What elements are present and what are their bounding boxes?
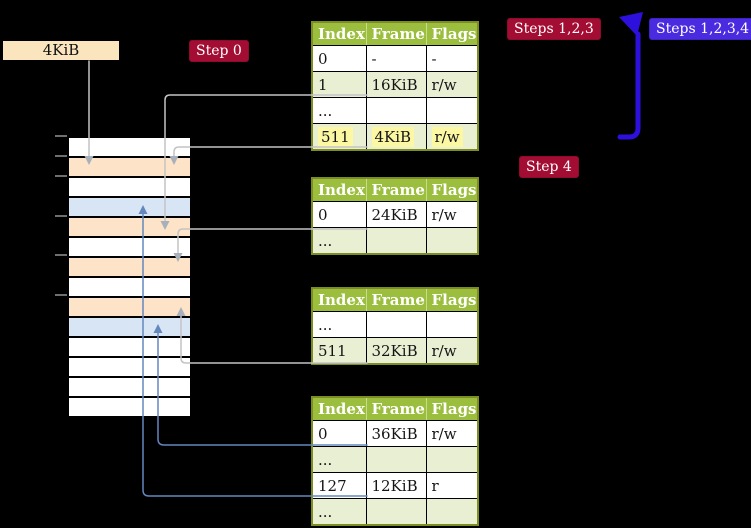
table-level2-row-0-cell-index: ... xyxy=(311,311,366,338)
steps-1234-badge: Steps 1,2,3,4 xyxy=(649,18,751,40)
frame-size-label: 4KiB xyxy=(3,41,119,60)
table-level3-header-frame: Frame xyxy=(365,178,426,202)
table-level1-row-3-cell-frame xyxy=(365,498,426,526)
table-level4-header-index: Index xyxy=(312,22,366,46)
memory-address-tick xyxy=(55,254,67,256)
table-level1-row-3: ... xyxy=(311,498,478,526)
table-level1-row-1-cell-frame xyxy=(365,446,426,473)
table-level3-row-1: ... xyxy=(311,227,478,255)
table-level4-row-2: ... xyxy=(311,97,478,124)
table-level4-header-frame: Frame xyxy=(365,22,426,46)
table-level1-row-0-cell-flags: r/w xyxy=(425,420,478,447)
table-level1-row-2-cell-flags: r xyxy=(425,472,478,499)
step-0-badge: Step 0 xyxy=(189,40,249,62)
table-level2-row-0-cell-flags xyxy=(425,311,478,338)
table-level1-row-3-cell-flags xyxy=(425,498,478,526)
table-level4-row-2-cell-flags xyxy=(425,97,478,124)
table-level3-row-0-cell-frame: 24KiB xyxy=(365,201,426,228)
physical-memory-column xyxy=(67,136,192,418)
memory-address-tick xyxy=(55,135,67,137)
table-level4-row-2-cell-index: ... xyxy=(311,97,366,124)
memory-frame-row-0-white xyxy=(69,138,190,158)
memory-frame-row-1-orange xyxy=(69,158,190,178)
table-level1-row-1-cell-flags xyxy=(425,446,478,473)
highlighted-value: 4KiB xyxy=(371,126,415,147)
table-level2-header-index: Index xyxy=(312,288,366,312)
table-level2-header-flags: Flags xyxy=(425,288,478,312)
table-level1-row-2-cell-frame: 12KiB xyxy=(365,472,426,499)
arrow-recursive-loop-head xyxy=(619,12,643,36)
memory-frame-row-8-orange xyxy=(69,298,190,318)
memory-frame-row-12-white xyxy=(69,378,190,398)
table-level4-row-3-cell-index: 511 xyxy=(311,123,366,151)
table-level1-header-flags: Flags xyxy=(425,397,478,421)
table-level4-row-0-cell-flags: - xyxy=(425,45,478,72)
memory-frame-row-2-white xyxy=(69,178,190,198)
step-4-badge: Step 4 xyxy=(519,156,579,178)
memory-frame-row-13-white xyxy=(69,398,190,416)
table-level4-row-0-cell-index: 0 xyxy=(311,45,366,72)
table-level4-row-1-cell-flags: r/w xyxy=(425,71,478,98)
memory-address-tick xyxy=(55,155,67,157)
table-level2-row-1-cell-flags: r/w xyxy=(425,337,478,365)
memory-frame-row-5-white xyxy=(69,238,190,258)
table-level4-row-1-cell-frame: 16KiB xyxy=(365,71,426,98)
table-level2-header-frame: Frame xyxy=(365,288,426,312)
table-level2-row-0: ... xyxy=(311,311,478,338)
table-level2-row-1-cell-index: 511 xyxy=(311,337,366,365)
table-level3-header-flags: Flags xyxy=(425,178,478,202)
table-level1-header-index: Index xyxy=(312,397,366,421)
memory-frame-row-9-blue xyxy=(69,318,190,338)
memory-frame-row-10-white xyxy=(69,338,190,358)
steps-123-badge: Steps 1,2,3 xyxy=(507,18,601,40)
table-level3-row-1-cell-index: ... xyxy=(311,227,366,255)
memory-address-tick xyxy=(55,175,67,177)
highlighted-value: 511 xyxy=(318,126,353,147)
memory-frame-row-6-orange xyxy=(69,258,190,278)
table-level4-row-3: 511 4KiB r/w xyxy=(311,123,478,151)
table-level4-header-flags: Flags xyxy=(425,22,478,46)
table-level4-row-1-cell-index: 1 xyxy=(311,71,366,98)
table-level1-row-1: ... xyxy=(311,446,478,473)
table-level4-row-0: 0-- xyxy=(311,45,478,72)
table-level3-row-1-cell-frame xyxy=(365,227,426,255)
table-level3-header-index: Index xyxy=(312,178,366,202)
table-level3-row-1-cell-flags xyxy=(425,227,478,255)
memory-frame-row-7-white xyxy=(69,278,190,298)
table-level1-row-2-cell-index: 127 xyxy=(311,472,366,499)
memory-frame-row-4-orange xyxy=(69,218,190,238)
table-level2-row-1-cell-frame: 32KiB xyxy=(365,337,426,365)
table-level1-row-0-cell-index: 0 xyxy=(311,420,366,447)
table-level1-header-frame: Frame xyxy=(365,397,426,421)
memory-frame-row-3-blue xyxy=(69,198,190,218)
memory-address-tick xyxy=(55,215,67,217)
table-level3-row-0-cell-index: 0 xyxy=(311,201,366,228)
arrow-recursive-loop xyxy=(617,31,641,140)
memory-address-tick xyxy=(55,294,67,296)
table-level2-row-0-cell-frame xyxy=(365,311,426,338)
table-level4-row-2-cell-frame xyxy=(365,97,426,124)
table-level1-row-0-cell-frame: 36KiB xyxy=(365,420,426,447)
highlighted-value: r/w xyxy=(431,126,463,147)
table-level4-row-0-cell-frame: - xyxy=(365,45,426,72)
table-level4-row-3-cell-frame: 4KiB xyxy=(365,123,426,151)
table-level1-row-1-cell-index: ... xyxy=(311,446,366,473)
memory-frame-row-11-white xyxy=(69,358,190,378)
table-level3-row-0-cell-flags: r/w xyxy=(425,201,478,228)
table-level1-row-3-cell-index: ... xyxy=(311,498,366,526)
table-level4-row-3-cell-flags: r/w xyxy=(425,123,478,151)
